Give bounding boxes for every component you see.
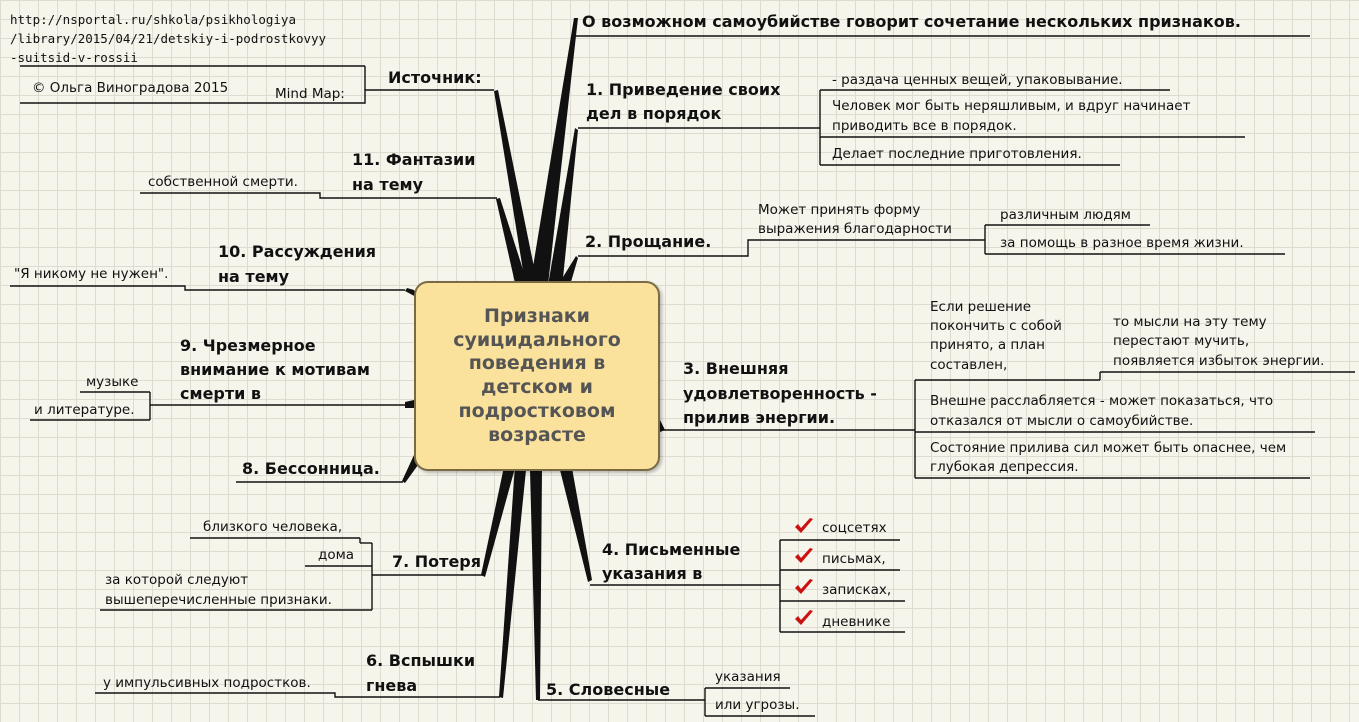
- branch-3-label-line-2[interactable]: удовлетворенность -: [683, 384, 877, 403]
- branch-8-label[interactable]: 8. Бессонница.: [242, 459, 380, 478]
- branch-connector: [530, 18, 578, 285]
- branch-1-item: Человек мог быть неряшливым, и вдруг нач…: [832, 98, 1191, 114]
- branch-3-label-line-1[interactable]: 3. Внешняя: [683, 359, 789, 378]
- branch-connector: [530, 470, 542, 700]
- branch-5-item: указания: [715, 669, 781, 685]
- branch-connector: [499, 465, 526, 698]
- mindmap-label: Mind Map:: [275, 86, 345, 102]
- branch-9-item: и литературе.: [34, 402, 135, 418]
- branch-3-plan-line: составлен,: [930, 357, 1008, 373]
- red-checkmark-icon: [795, 548, 813, 563]
- branch-3-result-line: перестают мучить,: [1113, 333, 1250, 349]
- branch-2-label[interactable]: 2. Прощание.: [585, 232, 712, 251]
- branch-7-item: вышеперечисленные признаки.: [105, 592, 332, 608]
- branch-6-label-line-2[interactable]: гнева: [366, 676, 418, 695]
- branch-4-item: записках,: [822, 582, 892, 598]
- red-checkmark-icon: [795, 610, 813, 625]
- branch-connector: [548, 128, 578, 288]
- branch-3-plan-line: принято, а план: [930, 337, 1045, 353]
- branch-2-sub-line-1: Может принять форму: [758, 202, 921, 218]
- branch-2-sub-line-2: выражения благодарности: [758, 221, 952, 237]
- branch-4-label-line-1[interactable]: 4. Письменные: [602, 540, 741, 559]
- branch-11-item: собственной смерти.: [148, 174, 298, 190]
- author-copyright: © Ольга Виноградова 2015: [32, 80, 229, 96]
- branch-1-label-line-1[interactable]: 1. Приведение своих: [586, 80, 781, 99]
- branch-10-item: "Я никому не нужен".: [14, 266, 169, 282]
- branch-10-label-line-2[interactable]: на тему: [218, 267, 290, 286]
- branch-1-item: Делает последние приготовления.: [832, 146, 1082, 162]
- red-checkmark-icon: [795, 518, 813, 533]
- central-topic-node[interactable]: Признаки суицидального поведения в детск…: [414, 281, 660, 471]
- branch-11-label-line-2[interactable]: на тему: [352, 175, 424, 194]
- source-url-line-1[interactable]: http://nsportal.ru/shkola/psikhologiya: [10, 12, 296, 27]
- branch-3-result-line: появляется избыток энергии.: [1113, 353, 1325, 369]
- branch-connector: [405, 400, 414, 408]
- branch-connector: [494, 90, 537, 283]
- branch-4-item: дневнике: [822, 614, 891, 630]
- branch-10-label-line-1[interactable]: 10. Рассуждения: [218, 242, 377, 261]
- branch-5-label[interactable]: 5. Словесные: [546, 680, 671, 699]
- branch-4-item: письмах,: [822, 551, 886, 567]
- branch-3-plan-line: покончить с собой: [930, 318, 1062, 334]
- branch-3-state-line: глубокая депрессия.: [930, 459, 1079, 475]
- branch-6-label-line-1[interactable]: 6. Вспышки: [366, 651, 476, 670]
- branch-3-relax-line: отказался от мысли о самоубийстве.: [930, 413, 1194, 429]
- source-url-line-2[interactable]: /library/2015/04/21/detskiy-i-podrostkov…: [10, 31, 327, 46]
- branch-1-item: - раздача ценных вещей, упаковывание.: [832, 72, 1123, 88]
- branch-5-item: или угрозы.: [715, 697, 800, 713]
- branch-3-plan-line: Если решение: [930, 299, 1032, 315]
- branch-3-state-line: Состояние прилива сил может быть опаснее…: [930, 440, 1287, 456]
- branch-7-item: близкого человека,: [203, 519, 343, 535]
- branch-connector: [496, 198, 527, 283]
- branch-9-item: музыке: [86, 374, 139, 390]
- red-checkmark-icon: [795, 579, 813, 594]
- branch-2-item: различным людям: [1000, 207, 1131, 223]
- branch-7-label[interactable]: 7. Потеря: [392, 552, 482, 571]
- branch-2-item: за помощь в разное время жизни.: [1000, 235, 1244, 251]
- branch-9-label-line-1[interactable]: 9. Чрезмерное: [180, 336, 316, 355]
- branch-7-item: дома: [318, 547, 355, 563]
- branch-9-label-line-2[interactable]: внимание к мотивам: [180, 360, 370, 379]
- source-url-line-3[interactable]: -suitsid-v-rossii: [10, 50, 138, 65]
- branch-3-label-line-3[interactable]: прилив энергии.: [683, 408, 836, 427]
- branch-4-label-line-2[interactable]: указания в: [602, 564, 703, 583]
- branch-connector: [560, 468, 592, 582]
- branch-7-item: за которой следуют: [105, 572, 249, 588]
- central-topic-text: Признаки суицидального поведения в детск…: [453, 304, 621, 446]
- branch-6-item: у импульсивных подростков.: [103, 675, 311, 691]
- branch-1-item: приводить все в порядок.: [832, 118, 1017, 134]
- branch-1-label-line-2[interactable]: дел в порядок: [586, 104, 722, 123]
- branch-9-label-line-3[interactable]: смерти в: [180, 384, 262, 403]
- branch-4-item: соцсетях: [822, 520, 887, 536]
- branch-connector: [481, 462, 515, 577]
- branch-3-relax-line: Внешне расслабляется - может показаться,…: [930, 393, 1274, 409]
- map-title: О возможном самоубийстве говорит сочетан…: [582, 12, 1241, 31]
- branch-11-label-line-1[interactable]: 11. Фантазии: [352, 150, 476, 169]
- source-label: Источник:: [388, 68, 482, 87]
- branch-3-result-line: то мысли на эту тему: [1113, 314, 1267, 330]
